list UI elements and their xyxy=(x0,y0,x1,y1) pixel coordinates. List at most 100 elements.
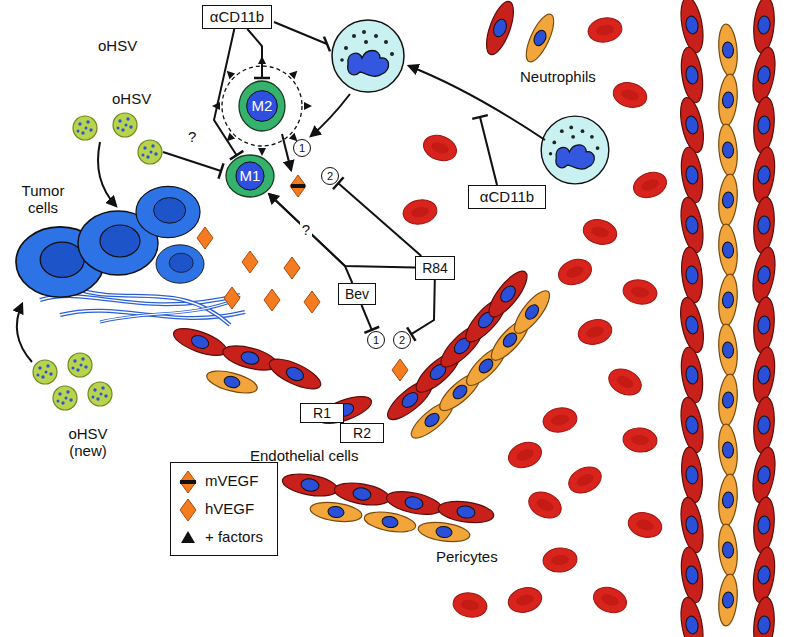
vegf-molecules xyxy=(392,359,408,381)
red-blood-cells xyxy=(630,168,670,202)
right-vessel xyxy=(717,123,739,176)
legend-text: + factors xyxy=(205,528,263,546)
antibody-box: αCD11b xyxy=(202,5,272,29)
red-blood-cells xyxy=(625,509,664,541)
endothelial-cells xyxy=(265,353,324,395)
illustration-arrows xyxy=(163,152,221,171)
node-text: αCD11b xyxy=(480,188,534,205)
vegf-molecules xyxy=(197,227,213,249)
right-vessel xyxy=(752,96,777,154)
antibody-box: αCD11b xyxy=(468,185,546,209)
m2-factor-ring xyxy=(258,148,266,156)
right-vessel xyxy=(752,0,777,54)
connector-line xyxy=(411,280,435,334)
neutrophils xyxy=(332,20,404,92)
right-vessel xyxy=(676,96,707,155)
illustration-arrows xyxy=(324,37,330,52)
vegf-molecules xyxy=(242,251,258,273)
red-blood-cells xyxy=(505,584,544,616)
endothelial-cells xyxy=(170,323,229,361)
node-text: 1 xyxy=(299,142,305,155)
endothelial-cells xyxy=(309,499,363,524)
right-vessel xyxy=(717,423,739,476)
red-blood-cells xyxy=(621,277,659,307)
factor-arrow-sample xyxy=(181,531,195,543)
right-vessel xyxy=(679,246,705,304)
macrophage-nucleus xyxy=(236,162,264,190)
illustration-arrows xyxy=(480,117,497,185)
connector-line xyxy=(247,29,262,78)
right-vessel xyxy=(677,0,706,54)
connector xyxy=(407,280,435,341)
right-vessel xyxy=(750,346,778,404)
neutrophils xyxy=(332,20,609,184)
red-blood-cells xyxy=(586,15,624,45)
arrow-head xyxy=(268,193,280,205)
illustration-arrows xyxy=(274,22,327,44)
red-blood-cells xyxy=(555,255,595,289)
virus-label: oHSV (new) xyxy=(60,425,116,459)
right-vessel xyxy=(677,596,706,637)
node-text: R1 xyxy=(313,405,331,421)
drug-box: R84 xyxy=(415,256,455,280)
cell-label: Endothelial cells xyxy=(250,447,358,464)
receptor-circle: 1 xyxy=(293,139,311,157)
right-vessel xyxy=(752,496,777,554)
virus-particles xyxy=(73,116,97,140)
illustration-arrows xyxy=(282,134,291,170)
right-vessel xyxy=(678,346,706,404)
inhibition-bar xyxy=(254,77,270,80)
right-vessel xyxy=(677,496,706,555)
right-vessel xyxy=(752,296,777,354)
edge-label: ? xyxy=(300,221,312,238)
red-blood-cells xyxy=(610,79,649,111)
virus-particles xyxy=(113,113,137,137)
extracellular-matrix xyxy=(100,300,235,322)
right-vessel xyxy=(750,546,778,604)
right-vessel xyxy=(717,23,739,76)
connector xyxy=(268,193,353,283)
endothelial-cells xyxy=(220,341,279,375)
cell-label: Pericytes xyxy=(436,548,498,565)
endothelial-cells xyxy=(417,519,471,544)
endothelial-cells xyxy=(509,286,555,338)
red-blood-cells xyxy=(541,405,579,435)
virus-particles xyxy=(53,386,77,410)
red-blood-cells xyxy=(542,547,578,574)
endothelial-cells xyxy=(205,367,260,398)
macrophage-nucleus xyxy=(247,91,278,122)
connector-line xyxy=(362,305,372,330)
vegf-molecules xyxy=(284,257,300,279)
hvegf-sample xyxy=(180,499,196,521)
endothelial-cells xyxy=(437,498,495,526)
endothelial-cells xyxy=(521,11,559,66)
right-vessel xyxy=(676,0,778,637)
macrophage-body xyxy=(226,155,274,197)
connector xyxy=(333,177,421,256)
connector-line xyxy=(275,200,415,268)
right-vessel xyxy=(717,323,739,376)
illustration-arrows xyxy=(472,115,488,119)
illustration-arrows xyxy=(17,22,545,362)
mvegf-sample xyxy=(180,480,196,484)
right-vessel xyxy=(750,146,778,204)
right-vessel xyxy=(717,573,739,626)
macrophage-cell: M1 xyxy=(225,154,275,198)
legend-box: mVEGFhVEGF+ factors xyxy=(170,462,278,556)
red-blood-cells xyxy=(401,197,439,227)
red-blood-cells xyxy=(622,427,658,454)
connector xyxy=(214,29,243,159)
virus-particles xyxy=(138,140,162,164)
right-vessel xyxy=(717,223,739,276)
right-vessel xyxy=(717,173,739,226)
red-blood-cells xyxy=(420,131,460,165)
vegf-molecules xyxy=(264,289,280,311)
red-blood-cells xyxy=(565,462,606,498)
vegf-molecules xyxy=(290,175,306,197)
right-vessel xyxy=(677,396,706,455)
legend-text: hVEGF xyxy=(205,500,254,518)
connector-line xyxy=(214,29,237,155)
vegf-molecules xyxy=(304,291,320,313)
right-vessel xyxy=(717,73,739,126)
